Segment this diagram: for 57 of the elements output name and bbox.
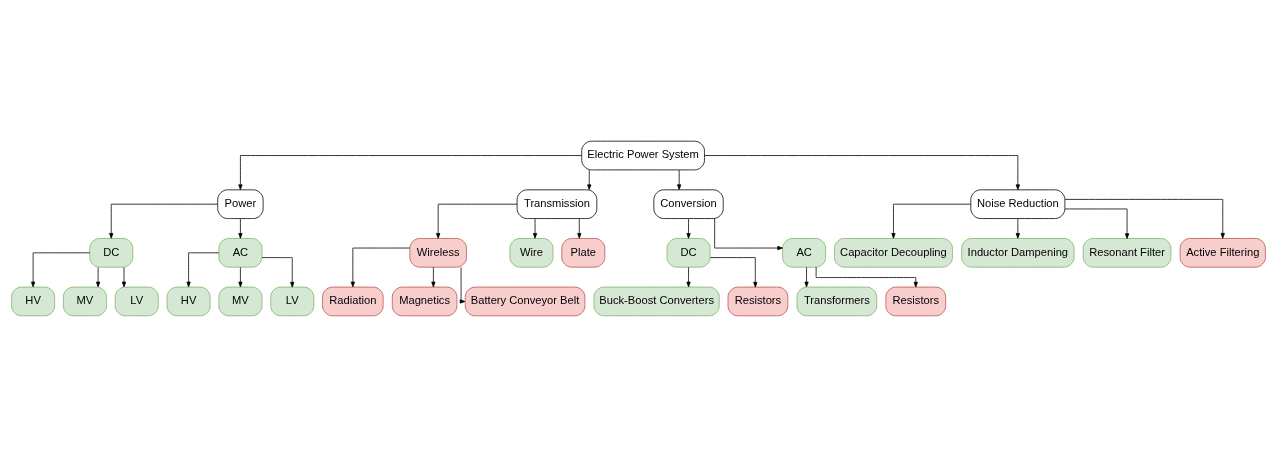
node-box: Power [217,188,264,219]
node-box: HV [11,286,56,316]
arrow [1015,217,1020,239]
node-box: Transformers [796,286,878,316]
arrow [350,247,411,287]
node-box: Capacitor Decoupling [834,237,953,268]
arrow [238,154,582,190]
node-box: MV [218,286,263,316]
node-box: Conversion [653,188,724,219]
node-box: Radiation [322,286,384,316]
node-box: LV [270,286,315,316]
arrow [804,266,809,287]
arrow [238,266,243,287]
node-box: Plate [561,237,606,268]
arrow [459,266,466,304]
arrow [815,266,918,287]
node-box: MV [63,286,107,316]
arrow [710,256,758,287]
arrow [238,217,243,239]
arrow [891,203,971,239]
node-box: LV [114,286,159,316]
node-box: Noise Reduction [970,188,1066,219]
arrow [1064,198,1225,239]
node-box: AC [782,237,827,268]
arrow [109,203,218,239]
node-box: Buck-Boost Converters [593,286,720,316]
node-box: DC [89,237,134,268]
arrow [704,154,1020,190]
node-box: Resistors [727,286,789,316]
arrow [686,217,691,239]
node-box: Wireless [409,237,467,268]
arrow [96,266,101,287]
arrow [714,217,783,250]
node-box: Resistors [885,286,947,316]
arrow [686,266,691,287]
arrow [587,169,592,190]
node-box: Electric Power System [581,140,705,170]
node-box: DC [666,237,711,268]
arrow [577,217,582,239]
arrow [261,256,295,287]
arrow [31,251,91,287]
node-box: Wire [509,237,554,268]
node-box: Resonant Filter [1082,237,1172,268]
node-box: Magnetics [391,286,458,316]
node-box: Active Filtering [1179,237,1266,268]
node-box: Inductor Dampening [961,237,1075,268]
node-box: AC [218,237,263,268]
arrow [677,169,682,190]
node-box: HV [166,286,211,316]
arrow [121,266,127,287]
node-box: Transmission [516,188,598,219]
arrow [1064,208,1130,239]
node-box: Battery Conveyor Belt [464,286,586,316]
arrow [532,217,538,239]
arrow [436,203,518,239]
arrow [431,266,436,287]
arrow [186,251,220,287]
